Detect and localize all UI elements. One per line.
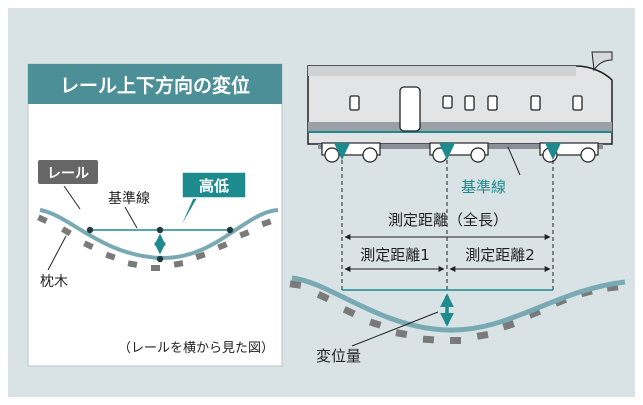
total-distance-label: 測定距離（全長） xyxy=(388,211,508,229)
car-stripe xyxy=(308,122,612,132)
rail-leader xyxy=(63,185,81,210)
window-2 xyxy=(442,95,453,109)
window-6 xyxy=(572,95,583,111)
bogie-2 xyxy=(429,142,489,163)
height-label: 高低 xyxy=(199,177,229,195)
displacement-label: 変位量 xyxy=(316,347,361,365)
left-panel: レール上下方向の変位 xyxy=(27,63,283,367)
right-panel: 基準線 測定距離（全長） 測定距離1 測定距離2 xyxy=(289,51,626,365)
rail-label: レール xyxy=(47,166,89,182)
window-3 xyxy=(464,95,475,111)
point-left-d xyxy=(156,255,164,263)
rail-label-box xyxy=(38,160,98,184)
panel-title: レール上下方向の変位 xyxy=(60,74,250,97)
left-panel-card xyxy=(27,63,283,367)
rail-curve-right xyxy=(291,275,626,333)
sleeper-leader xyxy=(47,235,67,271)
window-1 xyxy=(349,95,360,111)
sleeper-label: 枕木 xyxy=(40,274,68,290)
point-left-b xyxy=(156,226,164,234)
baseline-leader-left xyxy=(124,206,138,229)
title-bar xyxy=(28,64,282,104)
window-4 xyxy=(487,95,498,111)
car-roof xyxy=(308,66,576,76)
baseline-label-left: 基準線 xyxy=(108,190,150,207)
point-left-c xyxy=(226,226,234,234)
door xyxy=(399,86,421,132)
point-left-a xyxy=(86,226,94,234)
height-label-box xyxy=(181,171,247,199)
displacement-leader xyxy=(351,311,439,347)
sleepers-left xyxy=(37,214,272,271)
caption: （レールを横から見た図） xyxy=(118,341,274,356)
distance2-label: 測定距離2 xyxy=(465,246,535,264)
distance1-label: 測定距離1 xyxy=(360,246,430,264)
window-5 xyxy=(530,95,541,111)
baseline-leader-right xyxy=(507,146,521,176)
train-car xyxy=(307,51,613,149)
bogie-3 xyxy=(539,142,599,163)
baseline-label-right: 基準線 xyxy=(461,178,506,196)
bogie-1 xyxy=(321,142,381,163)
pantograph-fairing xyxy=(591,51,613,72)
